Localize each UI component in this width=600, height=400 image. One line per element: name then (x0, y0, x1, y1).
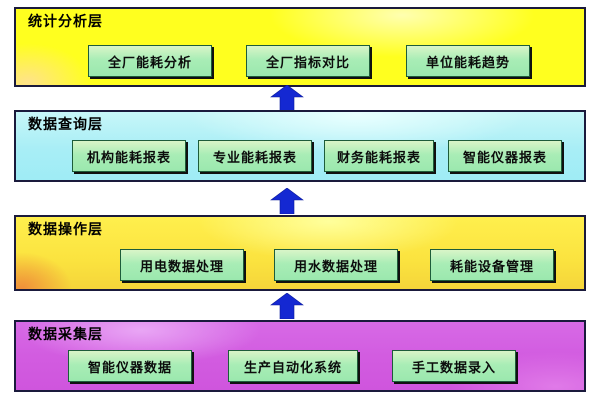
node-org-energy-report[interactable]: 机构能耗报表 (72, 140, 186, 172)
arrow-query-to-stat (270, 85, 304, 111)
layer-statistical-analysis[interactable]: 统计分析层 全厂能耗分析 全厂指标对比 单位能耗趋势 (14, 7, 586, 87)
node-row-statistical-analysis: 全厂能耗分析 全厂指标对比 单位能耗趋势 (16, 44, 584, 78)
node-water-data-processing[interactable]: 用水数据处理 (274, 249, 398, 281)
arrow-collect-to-op (270, 293, 304, 319)
node-energy-equipment-management[interactable]: 耗能设备管理 (430, 249, 554, 281)
node-row-data-query: 机构能耗报表 专业能耗报表 财务能耗报表 智能仪器报表 (16, 139, 584, 173)
node-finance-energy-report[interactable]: 财务能耗报表 (324, 140, 434, 172)
layer-data-collection[interactable]: 数据采集层 智能仪器数据 生产自动化系统 手工数据录入 (14, 320, 586, 392)
node-plant-energy-analysis[interactable]: 全厂能耗分析 (88, 45, 212, 77)
node-unit-energy-trend[interactable]: 单位能耗趋势 (406, 45, 530, 77)
node-professional-energy-report[interactable]: 专业能耗报表 (198, 140, 312, 172)
layer-title-data-query: 数据查询层 (28, 117, 103, 133)
node-production-automation-system[interactable]: 生产自动化系统 (228, 350, 358, 382)
node-manual-data-entry[interactable]: 手工数据录入 (392, 350, 516, 382)
arrow-op-to-query (270, 188, 304, 214)
node-row-data-collection: 智能仪器数据 生产自动化系统 手工数据录入 (16, 349, 584, 383)
node-smart-meter-report[interactable]: 智能仪器报表 (448, 140, 562, 172)
layer-data-operation[interactable]: 数据操作层 用电数据处理 用水数据处理 耗能设备管理 (14, 215, 586, 291)
layer-title-data-operation: 数据操作层 (28, 222, 103, 238)
node-plant-indicator-comparison[interactable]: 全厂指标对比 (246, 45, 370, 77)
node-row-data-operation: 用电数据处理 用水数据处理 耗能设备管理 (16, 248, 584, 282)
layer-data-query[interactable]: 数据查询层 机构能耗报表 专业能耗报表 财务能耗报表 智能仪器报表 (14, 110, 586, 182)
node-smart-meter-data[interactable]: 智能仪器数据 (68, 350, 192, 382)
layer-title-data-collection: 数据采集层 (28, 327, 103, 343)
layer-title-statistical-analysis: 统计分析层 (28, 14, 103, 30)
node-electricity-data-processing[interactable]: 用电数据处理 (120, 249, 244, 281)
